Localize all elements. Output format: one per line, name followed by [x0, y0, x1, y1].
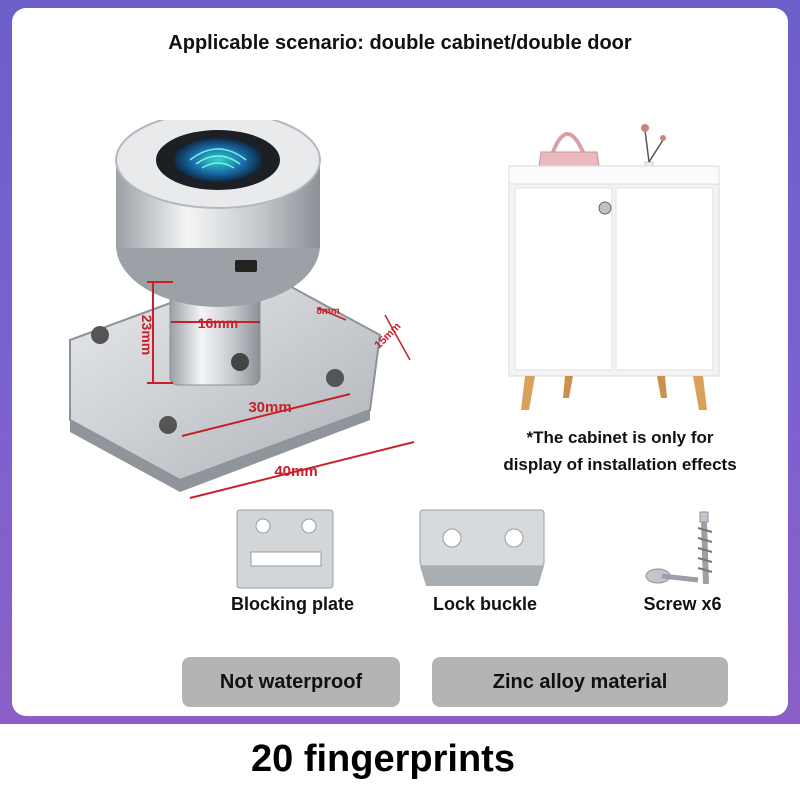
scenario-heading: Applicable scenario: double cabinet/doub… — [168, 32, 632, 54]
blocking-plate-label: Blocking plate — [230, 594, 355, 614]
cabinet-disclaimer-line1: *The cabinet is only for — [526, 428, 714, 447]
dimension-height: 23mm — [139, 315, 155, 355]
dimension-outer-width: 40mm — [274, 463, 317, 480]
cabinet-right-door — [615, 187, 714, 371]
dimension-inner-width: 30mm — [248, 399, 291, 416]
dimension-tab-width: 8mm — [316, 306, 339, 317]
lock-buckle-label: Lock buckle — [432, 594, 538, 614]
dimension-shaft: 16mm — [198, 315, 238, 331]
screw-hole — [326, 369, 344, 387]
fingerprint-lock-illustration: 23mm 16mm 8mm 15mm 30mm 40mm — [69, 120, 415, 499]
cabinet-disclaimer-line2: display of installation effects — [503, 455, 737, 474]
cabinet-lock-icon — [598, 201, 612, 215]
cabinet-illustration — [508, 124, 720, 410]
screw-image — [645, 511, 713, 585]
cabinet-disclaimer: *The cabinet is only for display of inst… — [470, 424, 770, 478]
not-waterproof-badge: Not waterproof — [182, 657, 400, 707]
screw-hole — [159, 416, 177, 434]
screw-hole — [91, 326, 109, 344]
material-badge: Zinc alloy material — [432, 657, 728, 707]
blocking-plate-image — [236, 509, 334, 589]
fingerprint-capacity: 20 fingerprints — [251, 738, 515, 780]
screw-label: Screw x6 — [643, 594, 722, 614]
lock-buckle-image — [419, 509, 545, 586]
cabinet-left-door — [514, 187, 613, 371]
fingerprint-sensor — [174, 138, 262, 182]
